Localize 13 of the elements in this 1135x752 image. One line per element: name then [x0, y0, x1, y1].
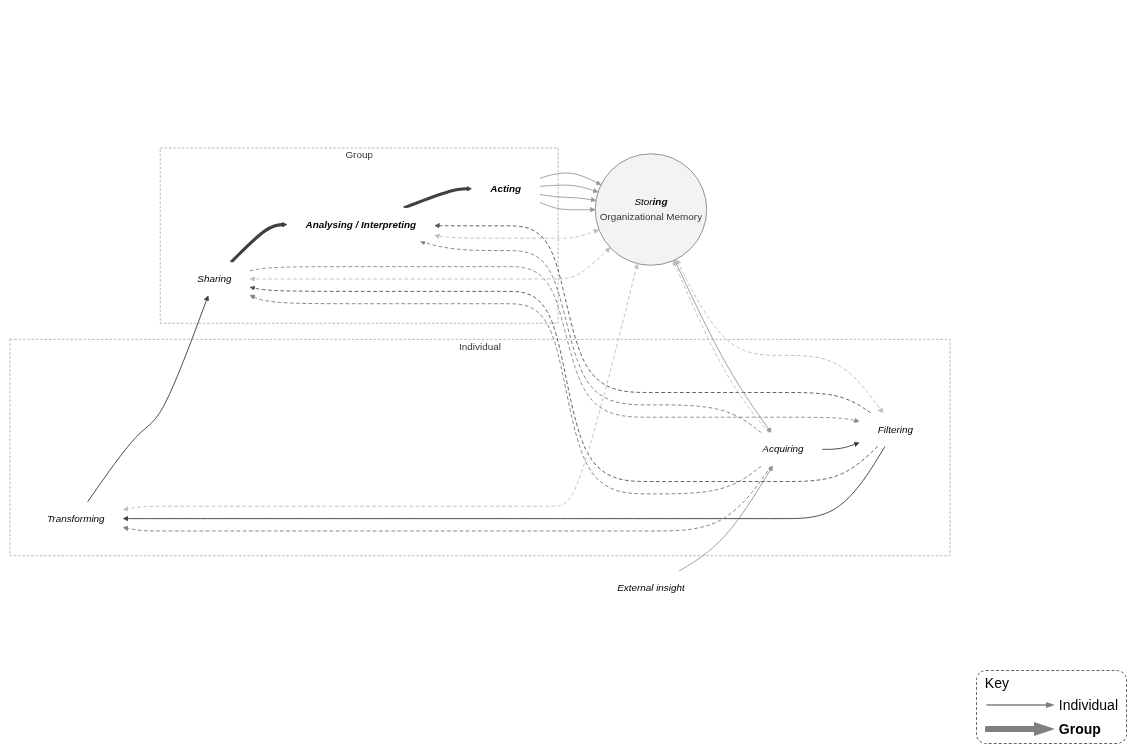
legend-text: Group [1058, 721, 1101, 737]
node-text: Sharing [197, 273, 232, 284]
node-circle: Storing Organizational Memory [594, 153, 707, 266]
node-text: Filtering [877, 423, 913, 435]
legend-text: Individual [1058, 697, 1118, 713]
node-text: External insight [617, 582, 685, 593]
node-text: Acquiring [762, 443, 804, 455]
legend-title: Key [984, 675, 1010, 691]
node-text: Transforming [47, 512, 105, 524]
arrow [403, 185, 472, 210]
node-text: Analysing / Interpreting [305, 218, 417, 230]
arrow [229, 221, 288, 264]
node-text: Acting [490, 182, 522, 194]
